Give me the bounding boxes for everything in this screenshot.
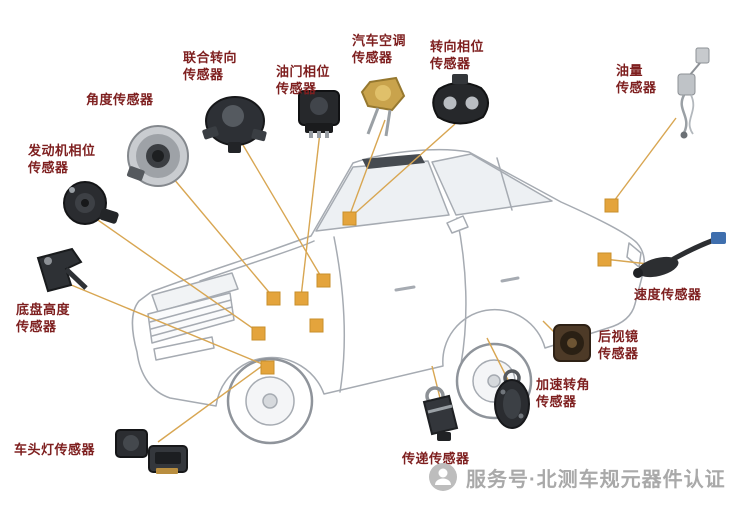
connector-line (157, 365, 263, 443)
label-transmission-sensor: 传递传感器 (402, 451, 470, 466)
sensor-location-marker (266, 291, 281, 306)
connector-line (351, 123, 456, 217)
label-fuel-level-sensor: 油量 传感器 (616, 63, 657, 95)
label-accel-angle-sensor: 加速转角 传感器 (536, 377, 591, 409)
label-steering-phase-sensor: 转向相位 传感器 (430, 39, 485, 71)
label-combined-steering-sensor: 联合转向 传感器 (183, 50, 238, 82)
label-chassis-height-sensor: 底盘高度 传感器 (16, 302, 71, 334)
angle-sensor-photo (126, 125, 189, 187)
connector-line (431, 365, 441, 399)
car-b-pillar (496, 157, 513, 211)
sensor-location-marker (260, 360, 275, 375)
car-taillight (626, 242, 642, 268)
throttle-phase-sensor-photo (298, 90, 340, 138)
engine-phase-sensor-photo (63, 181, 119, 225)
speed-sensor-photo (633, 232, 726, 278)
sensor-location-marker (309, 318, 324, 333)
accel-angle-sensor-photo (494, 369, 530, 429)
label-angle-sensor: 角度传感器 (86, 92, 154, 107)
connector-line (167, 171, 274, 298)
car-side-mirror (446, 215, 469, 234)
connector-line (348, 119, 386, 218)
car-front-door-handle (394, 285, 416, 292)
car-rear-door-seam (456, 217, 467, 365)
car-grille-slat (150, 306, 233, 330)
watermark: 服务号·北测车规元器件认证 (428, 462, 726, 492)
car-rear-door-handle (500, 276, 520, 283)
car-sunroof (362, 154, 425, 169)
connector-line (63, 281, 268, 367)
car-side-windows (431, 153, 553, 216)
transmission-sensor-photo (422, 386, 459, 441)
ac-sensor-photo (360, 76, 406, 137)
connector-line (300, 131, 321, 298)
sensor-location-marker (604, 198, 619, 213)
label-ac-sensor: 汽车空调 传感器 (352, 33, 407, 65)
car-grille-slat (151, 313, 234, 337)
fuel-level-sensor-photo (677, 47, 710, 139)
chassis-height-sensor-photo (36, 247, 88, 293)
connector-line (94, 217, 259, 333)
label-mirror-sensor: 后视镜 传感器 (598, 329, 639, 361)
car-headlight (151, 272, 239, 313)
label-speed-sensor: 速度传感器 (634, 287, 702, 302)
sensor-location-marker (251, 326, 266, 341)
sensor-location-marker (597, 252, 612, 267)
sensor-location-marker (342, 211, 357, 226)
headlight-sensor-photo (115, 429, 188, 474)
steering-phase-sensor-photo (432, 74, 489, 125)
label-headlight-sensor: 车头灯传感器 (14, 442, 96, 457)
label-engine-phase-sensor: 发动机相位 传感器 (28, 143, 96, 175)
official-account-icon (429, 463, 457, 491)
connector-line (242, 144, 324, 281)
label-throttle-phase-sensor: 油门相位 传感器 (276, 64, 331, 96)
mirror-sensor-photo (553, 324, 591, 362)
car-lower-intake (153, 336, 215, 361)
car-front-door-seam (333, 236, 345, 393)
car-front-wheel (226, 357, 314, 445)
sensor-location-marker (294, 291, 309, 306)
combined-steering-sensor-photo (202, 96, 267, 153)
watermark-text: 服务号·北测车规元器件认证 (466, 468, 726, 491)
car-body-outline (131, 148, 646, 407)
connector-line (610, 117, 677, 206)
sensor-location-marker (316, 273, 331, 288)
